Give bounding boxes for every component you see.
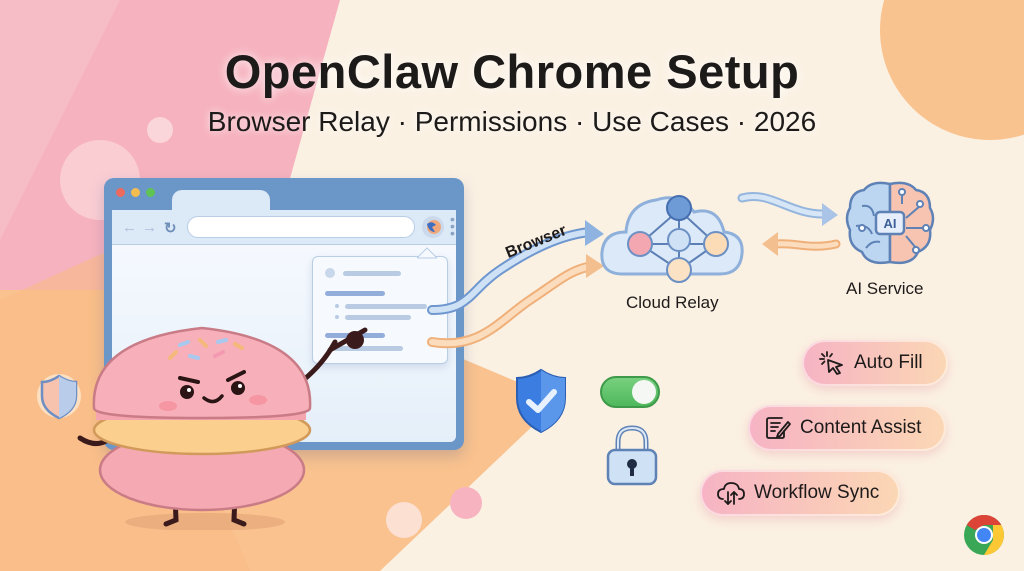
cloud-relay-icon	[600, 195, 744, 283]
auto-fill-label: Auto Fill	[854, 352, 923, 373]
window-controls	[116, 188, 155, 197]
content-assist-button[interactable]: Content Assist	[748, 405, 946, 451]
back-arrow-icon: ←	[122, 219, 137, 236]
auto-fill-button[interactable]: Auto Fill	[802, 340, 948, 386]
workflow-sync-button[interactable]: Workflow Sync	[700, 470, 900, 516]
browser-menu-icon: •••	[450, 211, 455, 241]
browser-tab	[172, 190, 270, 212]
browser-toolbar: ← → ↻ •••	[112, 210, 456, 245]
reload-icon: ↻	[164, 220, 177, 237]
ai-service-label: AI Service	[846, 279, 924, 298]
macaron-mascot	[77, 326, 368, 530]
forward-arrow-icon: →	[142, 219, 157, 236]
content-assist-label: Content Assist	[800, 417, 922, 438]
page-title: OpenClaw Chrome Setup	[224, 45, 800, 98]
close-dot	[116, 188, 125, 197]
maximize-dot	[146, 188, 155, 197]
page-subtitle: Browser Relay · Permissions · Use Cases …	[207, 106, 817, 137]
lock-icon	[606, 425, 658, 486]
address-bar	[187, 216, 415, 238]
shield-check-icon	[516, 368, 566, 434]
openclaw-extension-icon	[422, 216, 444, 238]
cloud-sync-icon	[717, 482, 745, 505]
document-edit-icon	[766, 417, 791, 439]
mini-shield-icon	[37, 374, 81, 420]
ai-badge: AI	[884, 216, 897, 231]
cloud-relay-label: Cloud Relay	[626, 293, 719, 312]
ai-brain-icon: AI	[845, 181, 935, 265]
toggle-knob	[632, 380, 656, 404]
cursor-click-icon	[819, 351, 843, 375]
minimize-dot	[131, 188, 140, 197]
permission-toggle[interactable]	[600, 376, 660, 408]
workflow-sync-label: Workflow Sync	[754, 482, 880, 503]
chrome-logo-icon	[964, 515, 1004, 555]
